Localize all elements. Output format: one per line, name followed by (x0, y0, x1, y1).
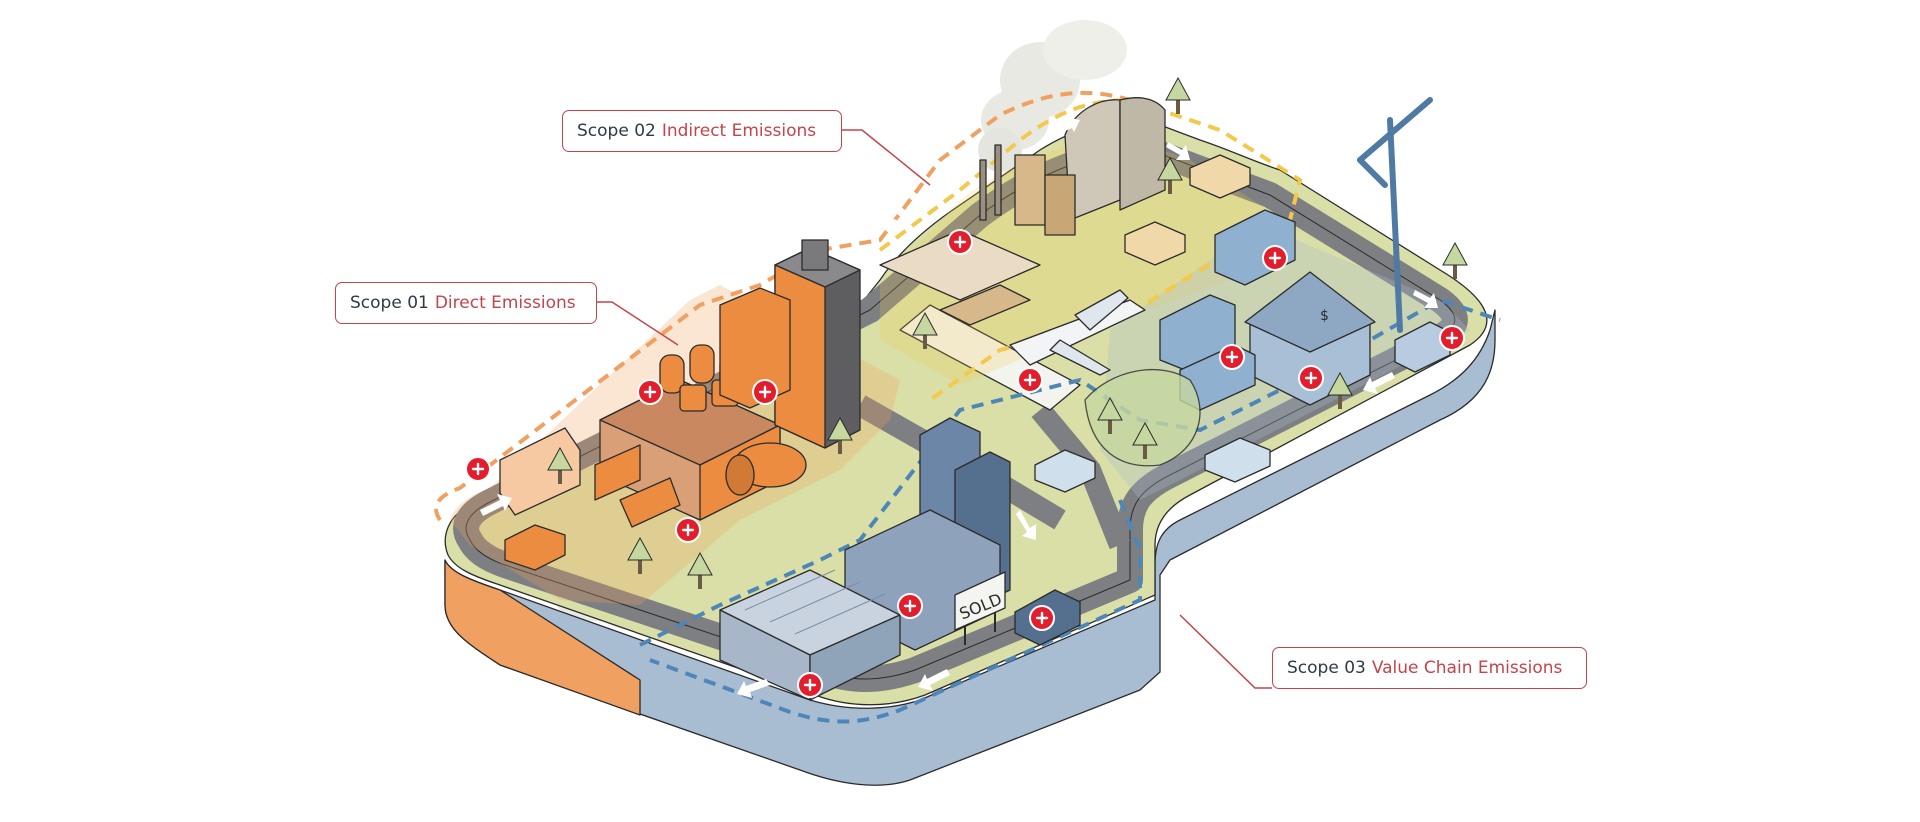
arrow-icon (1166, 142, 1190, 160)
arrow-icon (1050, 117, 1080, 136)
hotspot-blue-truck[interactable] (1219, 344, 1245, 370)
hotspot-delivery-van[interactable] (1439, 325, 1465, 351)
solar-warehouse (719, 569, 901, 701)
sold-sign: SOLD (954, 571, 1006, 645)
crane (1357, 97, 1433, 333)
hotspot-generator[interactable] (675, 517, 701, 543)
hotspot-solar-warehouse[interactable] (797, 672, 823, 698)
scope-03-number: Scope 03 (1287, 658, 1366, 678)
park (1084, 368, 1201, 467)
hotspot-tower[interactable] (752, 379, 778, 405)
arrow-icon (1413, 290, 1438, 308)
trees (547, 76, 1468, 589)
scope-01-title: Direct Emissions (434, 293, 576, 313)
hotspot-containers[interactable] (1262, 245, 1288, 271)
arrow-icon (480, 494, 512, 516)
road-arrows (480, 117, 1438, 698)
hotspot-airplane[interactable] (1017, 367, 1043, 393)
tower-building (719, 239, 861, 449)
scope-03-title: Value Chain Emissions (1371, 658, 1563, 678)
arrow-icon (918, 669, 950, 691)
scope-01-label[interactable]: Scope 01 Direct Emissions (335, 282, 597, 324)
blue-cars (1034, 154, 1271, 493)
scope-02-title: Indirect Emissions (661, 121, 817, 141)
airplane (1009, 289, 1146, 376)
hotspot-truck[interactable] (465, 456, 491, 482)
bank-symbol: $ (1320, 308, 1329, 324)
hotspot-pickup[interactable] (1029, 605, 1055, 631)
platform-base (444, 309, 1496, 786)
hotspots (465, 229, 1465, 698)
orange-car (504, 524, 566, 571)
arrow-icon (1363, 372, 1395, 394)
hotspot-boilers[interactable] (637, 379, 663, 405)
arrow-icon (1016, 510, 1036, 540)
hotspot-power-plant[interactable] (947, 229, 973, 255)
hotspot-office[interactable] (897, 593, 923, 619)
scope-02-number: Scope 02 (577, 121, 656, 141)
scope-02-label[interactable]: Scope 02 Indirect Emissions (562, 110, 842, 152)
scope-03-label[interactable]: Scope 03 Value Chain Emissions (1272, 647, 1587, 689)
arrow-icon (865, 216, 897, 238)
leader-lines (596, 129, 1272, 689)
fuel-tank (725, 442, 807, 496)
power-plant (879, 97, 1166, 326)
arrow-icon (737, 679, 770, 698)
hotspot-bank[interactable] (1298, 365, 1324, 391)
scope-01-number: Scope 01 (350, 293, 429, 313)
